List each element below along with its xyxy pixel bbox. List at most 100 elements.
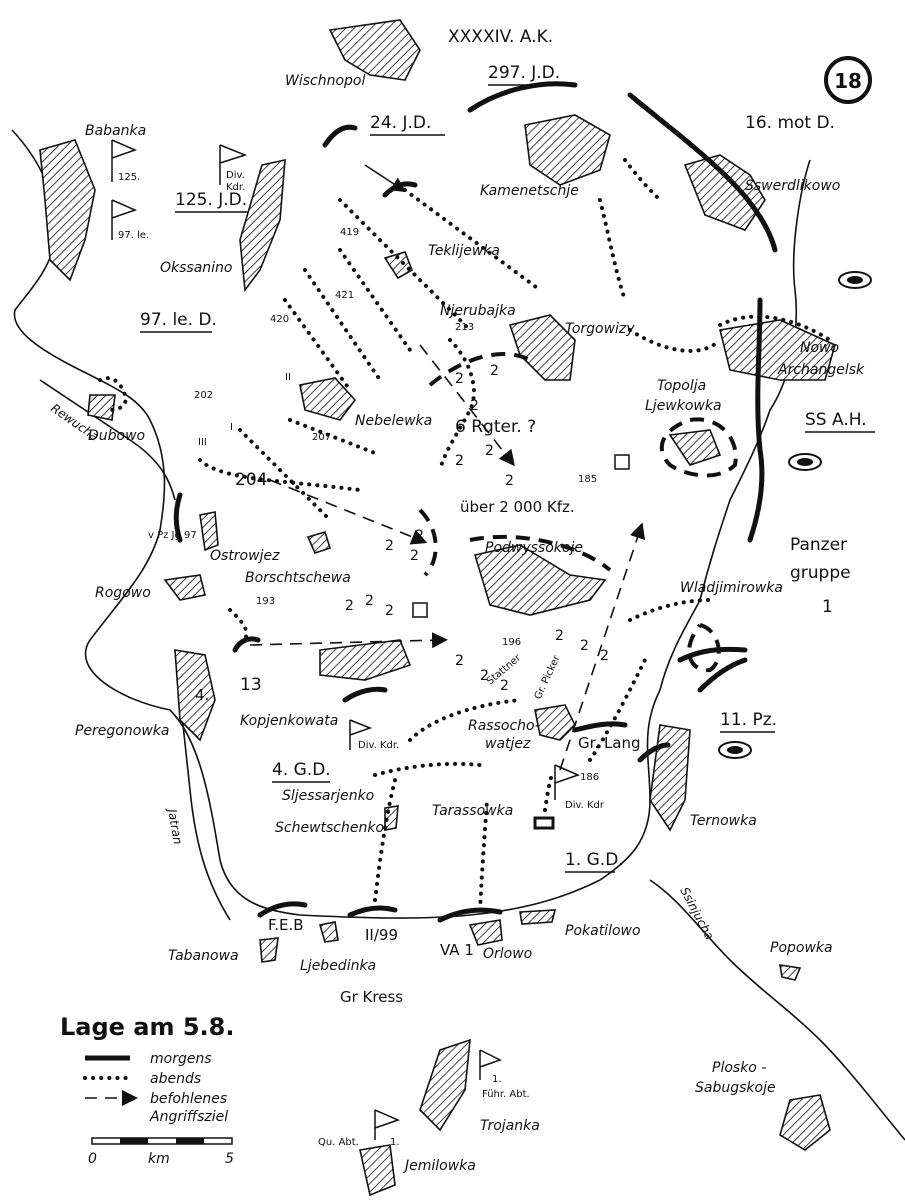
place-rogowo: Rogowo — [95, 585, 151, 601]
label-gr-kress: Gr Kress — [340, 988, 403, 1006]
label-97-le-d: 97. le. D. — [140, 310, 217, 330]
place-trojanka: Trojanka — [480, 1118, 540, 1134]
place-tabanowa: Tabanowa — [168, 948, 239, 964]
label-r207: 207 — [312, 432, 331, 443]
svg-text:2: 2 — [455, 371, 464, 387]
legend-evening-label: abends — [150, 1071, 201, 1087]
place-torgowizy: Torgowizy — [565, 321, 635, 337]
place-ternowka: Ternowka — [690, 813, 757, 829]
label-va: VA 1 — [440, 941, 474, 959]
town-peregonowka — [174, 649, 216, 742]
place-jemilowka: Jemilowka — [402, 1158, 476, 1174]
label-125-jd: 125. J.D. — [175, 190, 247, 210]
label-flag-97: 97. le. — [118, 230, 149, 241]
town-podwyssokoje — [473, 544, 607, 616]
place-podwyssokoje: Podwyssokoje — [485, 540, 583, 556]
place-kamenetschje: Kamenetschje — [480, 183, 579, 199]
svg-text:2: 2 — [415, 528, 424, 544]
towns — [39, 19, 836, 1197]
label-flag-125: 125. — [118, 172, 140, 183]
svg-text:2: 2 — [555, 628, 564, 644]
label-gruppe: gruppe — [790, 563, 851, 583]
place-nowo: Nowo — [800, 340, 839, 356]
place-orlowo: Orlowo — [483, 946, 532, 962]
front-lines-evening — [98, 158, 832, 912]
scale-end: 5 — [225, 1151, 234, 1167]
legend-objective-label-2: Angriffsziel — [149, 1109, 228, 1125]
label-24-jd: 24. J.D. — [370, 113, 431, 133]
town-ternowka — [649, 724, 691, 832]
ssinjucha-river — [649, 879, 905, 1141]
town-teklijewka — [383, 251, 413, 280]
town-borschtschewa — [306, 531, 331, 554]
place-nebelewka: Nebelewka — [355, 413, 432, 429]
encirclement-boundary — [11, 129, 811, 919]
town-ljebedinka — [318, 921, 339, 943]
place-wischnopol: Wischnopol — [285, 73, 365, 89]
place-ljebedinka: Ljebedinka — [300, 958, 376, 974]
legend-objective-label-1: befohlenes — [150, 1091, 227, 1107]
label-16-mot-d: 16. mot D. — [745, 113, 835, 133]
legend: Lage am 5.8. morgens abends befohlenes A… — [60, 1013, 235, 1167]
town-nebelewka — [299, 377, 357, 421]
scale-unit: km — [148, 1151, 170, 1167]
place-dubowo: Dubowo — [88, 428, 145, 444]
label-vpzjg97: v Pz Jg 97 — [148, 530, 197, 541]
place-tarassowka: Tarassowka — [432, 803, 513, 819]
place-babanka: Babanka — [85, 123, 146, 139]
svg-text:2: 2 — [365, 593, 374, 609]
label-roman-3: III — [198, 437, 207, 448]
place-watjez: watjez — [485, 736, 531, 752]
river-jatran: Jatran — [165, 806, 185, 845]
place-peregonowka: Peregonowka — [75, 723, 169, 739]
svg-text:2: 2 — [600, 648, 609, 664]
town-rassochowatjez — [534, 704, 576, 741]
town-dubowo — [87, 394, 116, 421]
label-rgter: 6 Rgter. ? — [455, 417, 536, 437]
place-borschtschewa: Borschtschewa — [245, 570, 351, 586]
place-ostrowjez: Ostrowjez — [210, 548, 280, 564]
unit-labels: XXXXIV. A.K. 297. J.D. 24. J.D. 16. mot … — [118, 27, 875, 1148]
svg-text:2: 2 — [490, 363, 499, 379]
scale-bar — [91, 1137, 233, 1145]
place-sljessarjenko: Sljessarjenko — [282, 788, 374, 804]
scale-start: 0 — [88, 1151, 97, 1167]
label-four: 4. — [195, 686, 209, 704]
label-kfz: über 2 000 Kfz. — [460, 498, 575, 516]
legend-title: Lage am 5.8. — [60, 1013, 235, 1041]
town-rogowo — [163, 574, 206, 601]
place-schewtschenko: Schewtschenko — [275, 820, 384, 836]
regiment-labels: 419 421 420 207 204 213 I II III — [198, 227, 474, 490]
place-rassocho: Rassocho- — [468, 718, 540, 734]
town-sswerdlikowo — [683, 154, 766, 231]
label-corps: XXXXIV. A.K. — [448, 27, 553, 47]
legend-morning-label: morgens — [150, 1051, 212, 1067]
svg-text:2: 2 — [470, 398, 479, 414]
label-297-jd: 297. J.D. — [488, 63, 560, 83]
svg-text:2: 2 — [385, 603, 394, 619]
place-teklijewka: Teklijewka — [428, 243, 500, 259]
label-fuehr-abt-1: 1. — [492, 1074, 502, 1085]
place-popowka: Popowka — [770, 940, 833, 956]
label-feb: F.E.B — [268, 916, 304, 934]
place-wladjimirowka: Wladjimirowka — [680, 580, 783, 596]
svg-text:2: 2 — [580, 638, 589, 654]
label-div-kdr-top-2: Kdr. — [226, 182, 245, 193]
label-r419: 419 — [340, 227, 359, 238]
label-panzer: Panzer — [790, 535, 847, 555]
place-sswerdlikowo: Sswerdlikowo — [745, 178, 840, 194]
town-nowo-archangelsk — [719, 319, 836, 381]
label-gruppe-number: 1 — [822, 597, 833, 617]
town-ostrowjez — [199, 511, 219, 552]
height-186: 186 — [580, 772, 599, 783]
label-roman-2: II — [285, 372, 291, 383]
place-topolja: Topolja — [657, 378, 706, 394]
label-r420: 420 — [270, 314, 289, 325]
label-qu-abt: Qu. Abt. — [318, 1137, 359, 1148]
label-fuehr-abt-2: Führ. Abt. — [482, 1089, 530, 1100]
height-202: 202 — [194, 390, 213, 401]
town-wischnopol — [328, 19, 421, 81]
label-ss-ah: SS A.H. — [805, 410, 867, 430]
svg-text:2: 2 — [505, 473, 514, 489]
